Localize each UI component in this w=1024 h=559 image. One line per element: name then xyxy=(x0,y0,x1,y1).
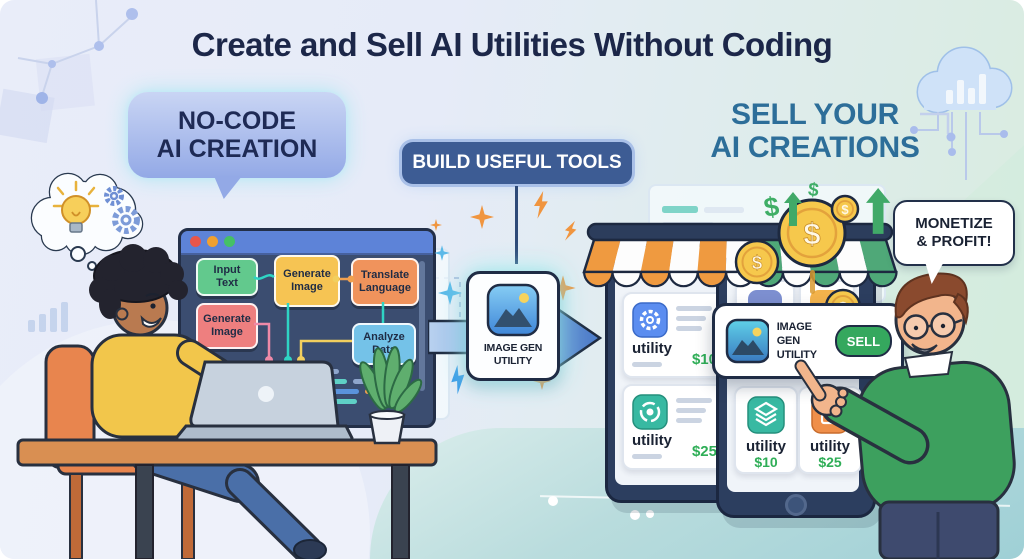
sell-button[interactable]: SELL xyxy=(834,325,892,357)
coin-icon: $ xyxy=(734,239,780,285)
listing-card: utility $10 xyxy=(622,292,727,378)
minimize-dot-icon xyxy=(207,236,218,247)
head xyxy=(89,244,188,337)
desk xyxy=(16,438,438,559)
plant xyxy=(359,346,423,445)
listing-price: $10 xyxy=(754,454,778,470)
gear-icon xyxy=(104,186,140,234)
utility-card-label: IMAGE GEN UTILITY xyxy=(483,342,543,367)
maximize-dot-icon xyxy=(224,236,235,247)
cloud-chart-icon xyxy=(910,46,1013,180)
window-titlebar xyxy=(181,231,433,255)
creator-person-scene xyxy=(16,244,438,559)
listing-label: utility xyxy=(632,340,672,357)
laptop xyxy=(175,360,354,444)
gear-utility-icon xyxy=(632,302,668,338)
home-button xyxy=(785,494,807,516)
svg-text:$: $ xyxy=(841,202,849,217)
listing-price: $25 xyxy=(818,454,842,470)
pointer-hand-icon xyxy=(794,359,849,418)
flow-node-generate-image-2: Generate Image xyxy=(196,303,258,349)
sparkles xyxy=(430,191,577,395)
coin-icon: $ xyxy=(830,194,860,224)
flow-node-translate-language: Translate Language xyxy=(351,258,419,306)
image-gen-utility-card: IMAGE GEN UTILITY xyxy=(466,271,560,381)
flow-node-input-text: Input Text xyxy=(196,258,258,296)
listing-card: utility $25 xyxy=(622,384,727,470)
build-tools-badge: BUILD USEFUL TOOLS xyxy=(402,142,632,184)
head xyxy=(894,272,969,356)
listing-label: utility xyxy=(632,432,672,449)
svg-text:$: $ xyxy=(752,253,763,274)
faint-bar-chart xyxy=(28,302,68,332)
floor-dot xyxy=(548,496,558,506)
heading-circuit xyxy=(920,112,956,142)
monetize-bubble: MONETIZE & PROFIT! xyxy=(893,200,1015,266)
no-code-bubble: NO-CODE AI CREATION xyxy=(128,92,346,178)
no-code-bubble-tail xyxy=(214,176,242,199)
listing-label: utility xyxy=(810,438,850,455)
flow-node-generate-image: Generate Image xyxy=(274,255,340,307)
sync-utility-icon xyxy=(632,394,668,430)
listing-card: utility $10 xyxy=(734,386,798,474)
pointing-arm xyxy=(794,359,930,465)
close-dot-icon xyxy=(190,236,201,247)
sell-card-name: IMAGE GEN UTILITY xyxy=(776,320,817,362)
lightbulb-icon xyxy=(52,180,100,233)
listing-price: $10 xyxy=(691,351,717,368)
collar xyxy=(903,350,954,379)
floor-dot xyxy=(630,510,640,520)
scrollbar xyxy=(419,261,425,391)
sell-heading: SELL YOUR AI CREATIONS xyxy=(710,98,920,164)
image-icon xyxy=(725,318,769,364)
page-title: Create and Sell AI Utilities Without Cod… xyxy=(191,26,833,63)
listing-price: $25 xyxy=(691,443,717,460)
legs xyxy=(128,433,327,559)
svg-text:$: $ xyxy=(803,216,820,251)
thought-cloud xyxy=(30,172,144,271)
listing-label: utility xyxy=(746,438,786,455)
seller-person-scene xyxy=(794,272,1016,559)
layers-utility-icon xyxy=(747,396,785,434)
image-icon xyxy=(486,283,540,337)
growth-arrows xyxy=(784,188,891,234)
floor-dot xyxy=(646,510,654,518)
network-pattern xyxy=(0,0,138,144)
badge-connector-line xyxy=(515,186,518,264)
